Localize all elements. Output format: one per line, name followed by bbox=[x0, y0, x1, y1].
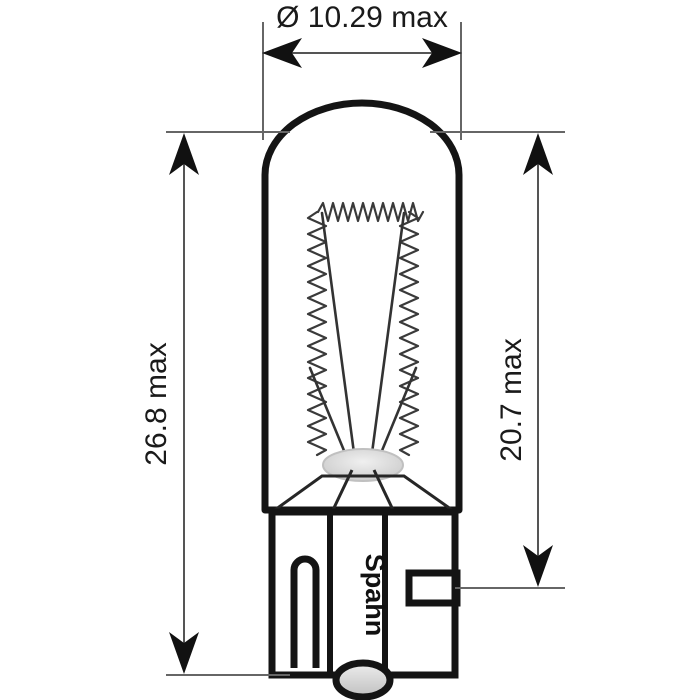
filament-coil bbox=[306, 201, 425, 457]
dimension-glass-height: 20.7 max bbox=[430, 131, 565, 589]
contact-wire-hairpin bbox=[290, 555, 320, 668]
diameter-dimension-label: Ø 10.29 max bbox=[276, 1, 448, 34]
overall-height-dimension-label: 26.8 max bbox=[140, 342, 173, 465]
dimension-diameter: Ø 10.29 max bbox=[262, 1, 462, 140]
glass-height-dimension-label: 20.7 max bbox=[495, 338, 528, 461]
lead-wires bbox=[308, 211, 418, 472]
dimension-overall-height: 26.8 max bbox=[140, 131, 290, 676]
base-notch-rectangle bbox=[405, 569, 461, 607]
base-bottom-nub bbox=[332, 659, 394, 700]
exhaust-tip-ellipse bbox=[322, 448, 404, 482]
glass-envelope bbox=[261, 99, 463, 514]
pinch-seal bbox=[271, 469, 456, 514]
brand-label: Spahn bbox=[360, 554, 390, 637]
